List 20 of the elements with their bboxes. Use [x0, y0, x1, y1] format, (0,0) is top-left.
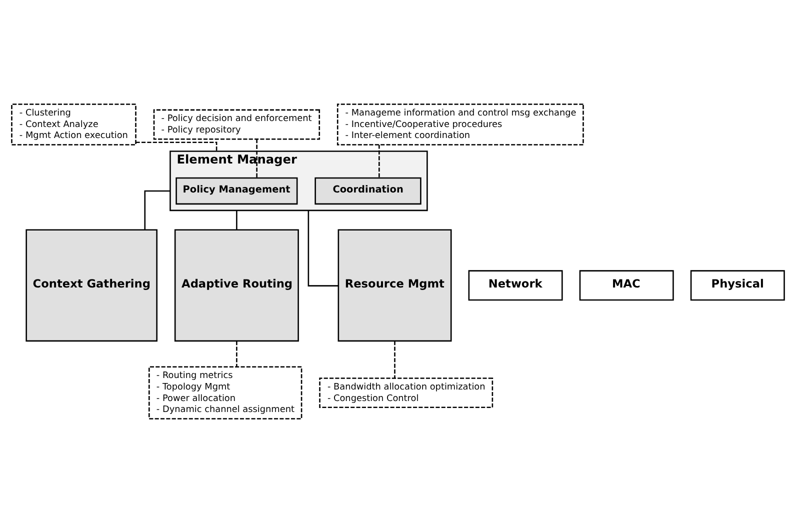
connector	[236, 341, 238, 367]
connector	[256, 139, 258, 178]
node-box: - Bandwidth allocation optimization - Congestion Control	[319, 378, 494, 408]
node-box: Adaptive Routing	[174, 229, 299, 342]
connector	[308, 210, 338, 286]
node-box: Policy Management	[176, 177, 298, 205]
connector	[144, 190, 170, 230]
node-box: Network	[468, 270, 563, 301]
connector	[378, 144, 380, 178]
connector	[394, 341, 396, 378]
node-box: Context Gathering	[26, 229, 158, 342]
node-box: - Routing metrics - Topology Mgmt - Power allocation - Dynamic channel assignment	[148, 366, 302, 420]
node-box: - Manageme information and control msg exchange - Incentive/Cooperative procedures - Inter-element coordination	[336, 104, 584, 146]
node-box: Physical	[690, 270, 785, 301]
connector	[236, 210, 238, 230]
node-box: Coordination	[314, 177, 422, 205]
node-box: - Clustering - Context Analyze - Mgmt Action execution	[11, 104, 136, 146]
node-box: - Policy decision and enforcement - Policy repository	[153, 109, 320, 140]
node-box: Resource Mgmt	[338, 229, 452, 342]
node-box: MAC	[579, 270, 674, 301]
